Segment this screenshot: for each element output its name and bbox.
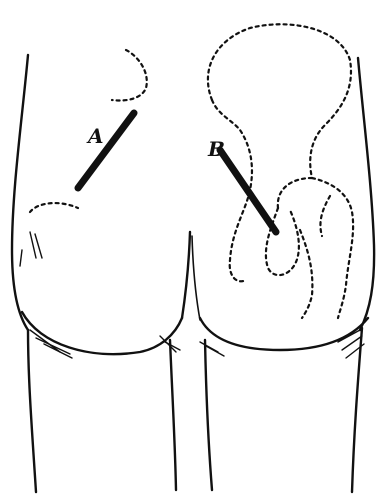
femur-head-dotted xyxy=(266,208,299,275)
needle-b xyxy=(220,150,276,232)
left-flank-outline xyxy=(12,55,28,330)
right-flank-outline xyxy=(358,58,374,330)
left-trochanter-dotted xyxy=(30,203,78,212)
marker-b-label: B xyxy=(207,137,225,161)
right-thigh-inner xyxy=(205,340,212,490)
left-iliac-dotted xyxy=(112,50,147,101)
left-thigh-outer xyxy=(28,330,36,492)
left-thigh-inner xyxy=(170,340,176,490)
gluteal-cleft xyxy=(182,232,190,318)
left-buttock-outline xyxy=(22,312,182,354)
pelvis-dotted-outline xyxy=(208,24,351,208)
left-hip-marks xyxy=(20,232,42,266)
femur-inner-dotted xyxy=(300,230,312,318)
femur-shaft-dotted xyxy=(312,178,353,318)
fold-shading-right xyxy=(200,330,364,358)
trochanter-dotted xyxy=(320,196,330,236)
gluteal-cleft-right xyxy=(192,236,200,320)
marker-a-label: A xyxy=(86,124,104,148)
needle-a xyxy=(78,113,134,188)
right-buttock-outline xyxy=(200,318,368,350)
